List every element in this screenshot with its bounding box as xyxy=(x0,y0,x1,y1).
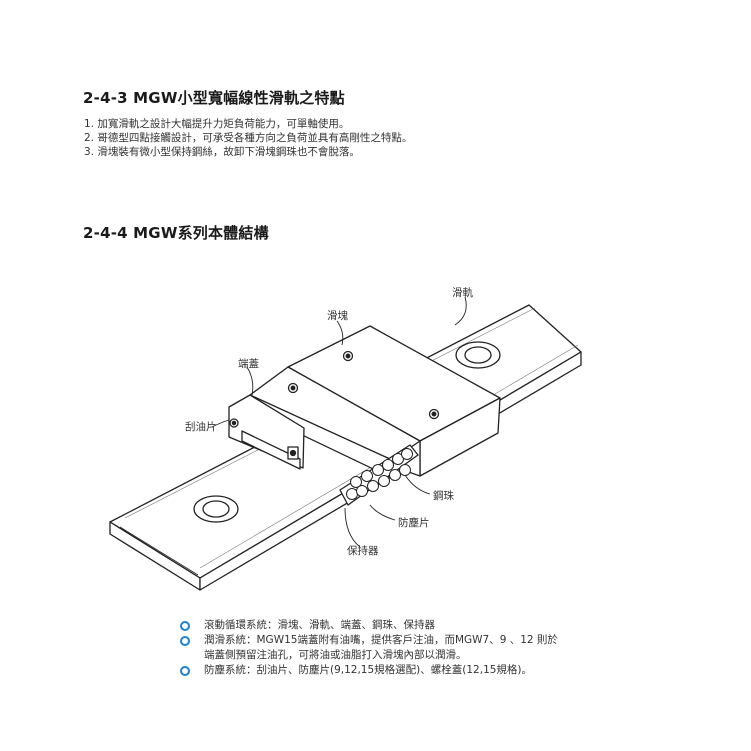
feature-item: 1. 加寬滑軌之設計大幅提升力矩負荷能力，可單軸使用。 xyxy=(84,118,350,130)
feature-item: 2. 哥德型四點接觸設計，可承受各種方向之負荷並具有高剛性之特點。 xyxy=(84,132,413,144)
callout-block: 滑塊 xyxy=(327,310,348,322)
callout-dust-seal: 防塵片 xyxy=(398,517,430,529)
section-title-features: 2-4-3 MGW小型寬幅線性滑軌之特點 xyxy=(83,89,345,107)
leader-end-cap xyxy=(246,366,254,396)
bullet-icon xyxy=(180,666,190,676)
steel-balls xyxy=(346,448,413,500)
leader-rail xyxy=(454,296,467,326)
callout-end-cap: 端蓋 xyxy=(238,358,259,370)
system-item: 防塵系統：刮油片、防塵片(9,12,15規格選配)、螺栓蓋(12,15規格)。 xyxy=(180,663,558,678)
section-title-structure: 2-4-4 MGW系列本體結構 xyxy=(83,224,269,242)
feature-item: 3. 滑塊裝有微小型保持鋼絲，故卸下滑塊鋼珠也不會脫落。 xyxy=(84,146,360,158)
callout-ball: 鋼珠 xyxy=(433,490,454,502)
system-item-continuation: 端蓋側預留注油孔，可將油或油脂打入滑塊內部以潤滑。 xyxy=(204,649,467,661)
system-item: 滾動循環系統：滑塊、滑軌、端蓋、鋼珠、保持器 xyxy=(180,618,558,633)
rail-mount-hole-rear xyxy=(455,341,501,369)
leader-ball xyxy=(404,474,431,495)
rail-mount-hole-front xyxy=(193,495,239,523)
leader-block xyxy=(336,320,344,346)
callout-scraper: 刮油片 xyxy=(185,421,217,433)
feature-list: 1. 加寬滑軌之設計大幅提升力矩負荷能力，可單軸使用。 2. 哥德型四點接觸設計… xyxy=(84,117,412,159)
scraper-plate xyxy=(228,394,305,469)
system-list: 滾動循環系統：滑塊、滑軌、端蓋、鋼珠、保持器 潤滑系統：MGW15端蓋附有油嘴，… xyxy=(180,618,558,678)
bullet-icon xyxy=(180,621,190,631)
leader-retainer xyxy=(344,507,361,548)
callout-retainer: 保持器 xyxy=(347,545,379,557)
leader-scraper xyxy=(211,419,230,428)
leader-dust-seal xyxy=(369,504,396,521)
system-item: 潤滑系統：MGW15端蓋附有油嘴，提供客戶注油，而MGW7、9 、12 則於 xyxy=(180,633,558,648)
callout-rail: 滑軌 xyxy=(452,287,473,299)
bullet-icon xyxy=(180,636,190,646)
